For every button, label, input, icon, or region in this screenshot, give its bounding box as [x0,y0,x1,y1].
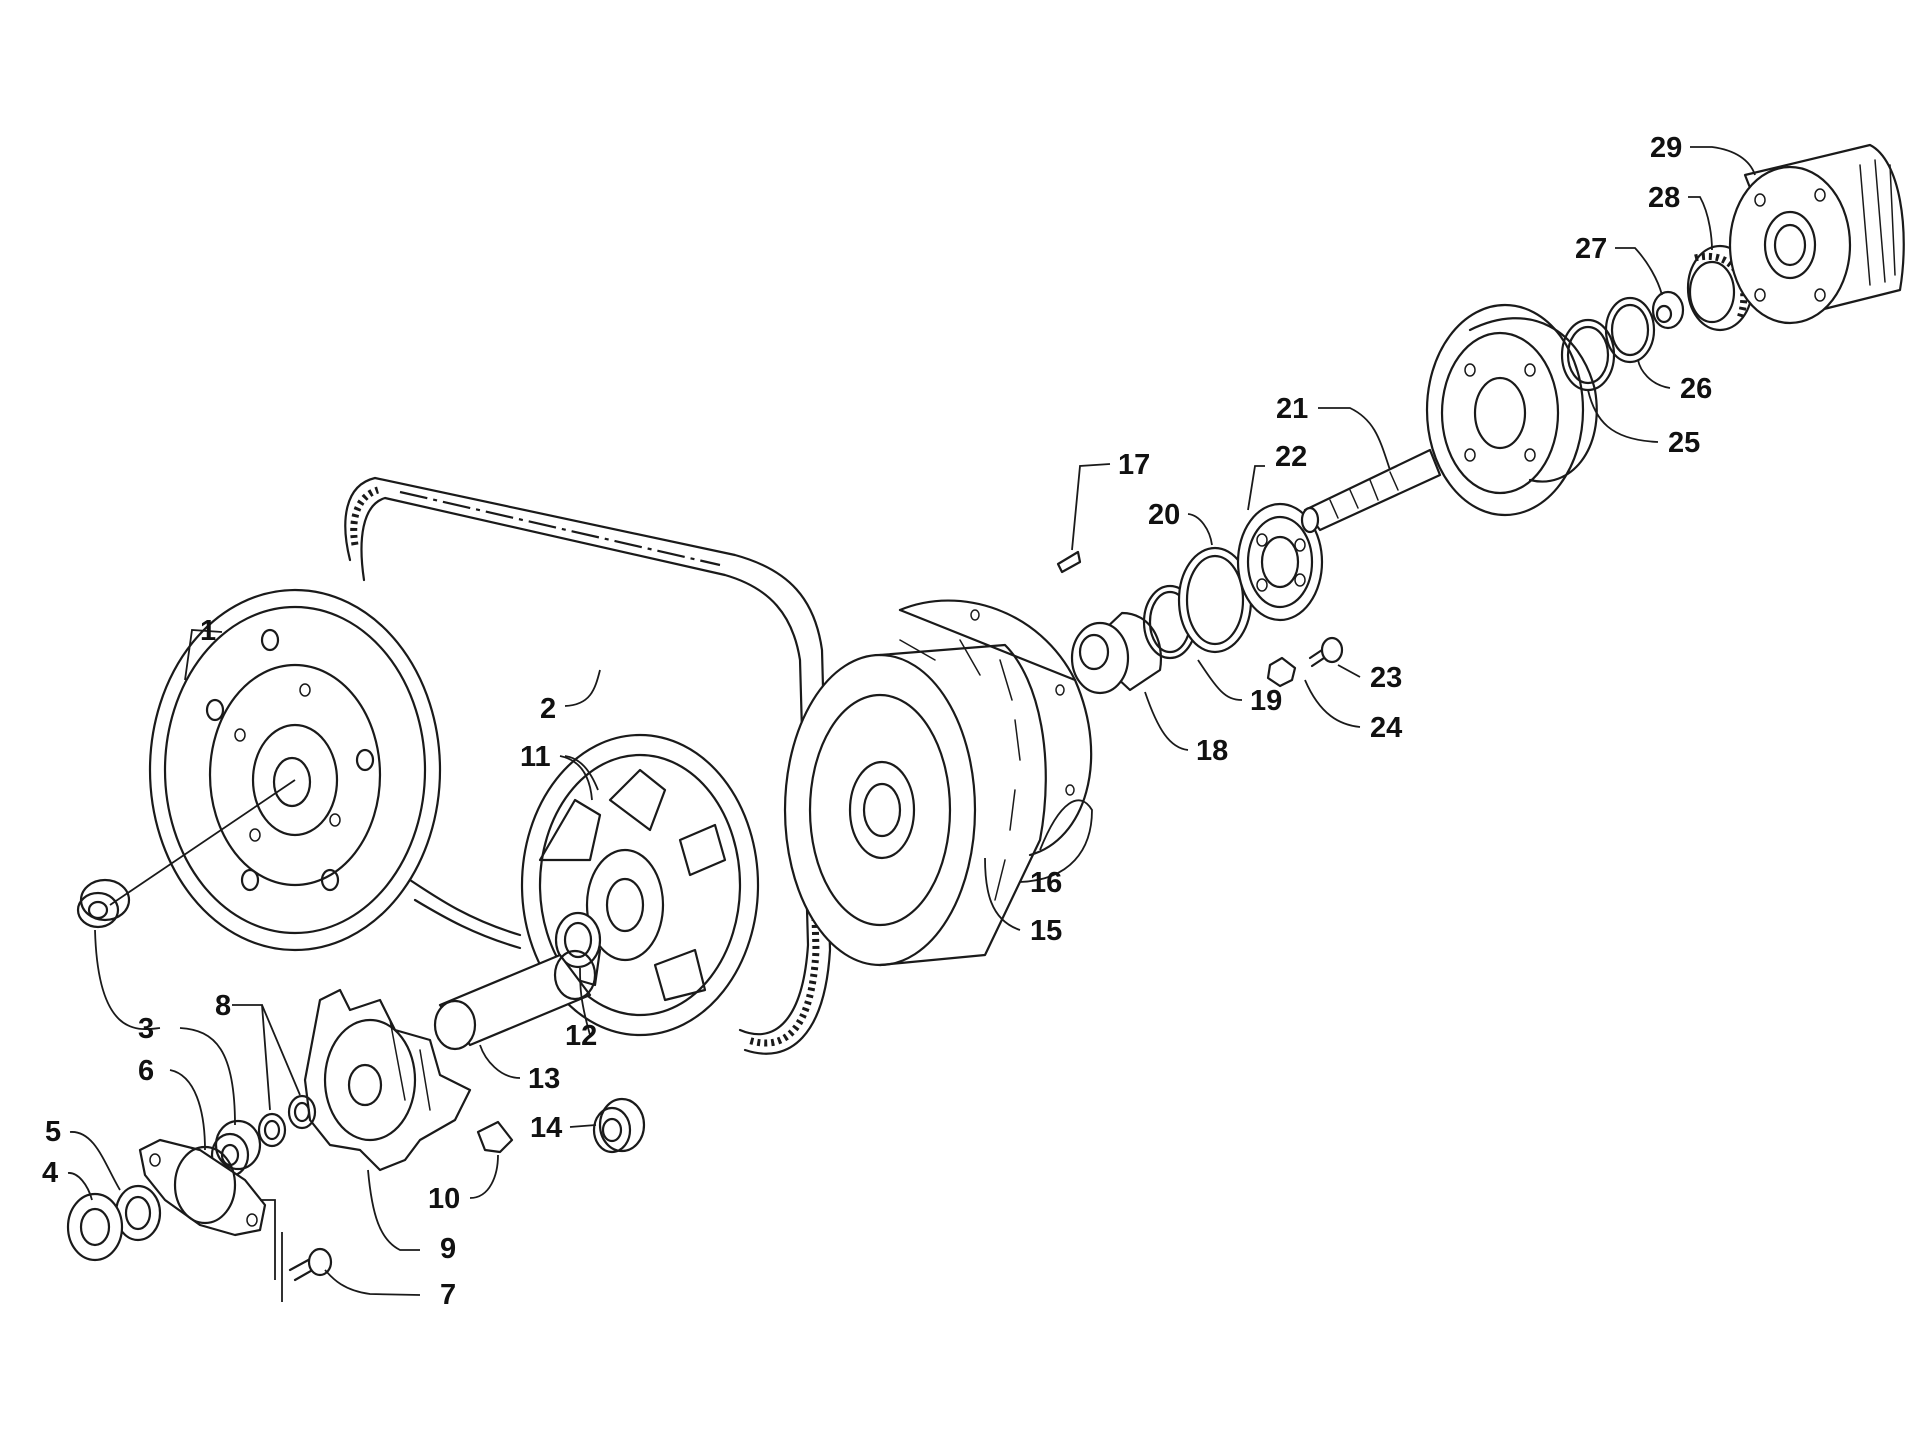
callout-29: 29 [1650,132,1682,164]
callout-23: 23 [1370,662,1402,694]
callout-6: 6 [138,1055,154,1087]
callout-18: 18 [1196,735,1228,767]
center-housing [783,550,1093,967]
spacer-and-shaft [433,911,602,1051]
callout-24: 24 [1370,712,1402,744]
callout-22: 22 [1275,441,1307,473]
callout-17: 17 [1118,449,1150,481]
callout-28: 28 [1648,182,1680,214]
small-parts-right [1266,143,1905,688]
callout-9: 9 [440,1233,456,1265]
callout-21: 21 [1276,393,1308,425]
callout-8: 8 [215,990,231,1022]
callout-4: 4 [42,1157,58,1189]
callout-10: 10 [428,1183,460,1215]
drive-clutch-face [148,588,442,952]
callout-5: 5 [45,1116,61,1148]
callout-2: 2 [540,693,556,725]
callout-26: 26 [1680,373,1712,405]
bearing-stack [1070,502,1324,695]
callout-11: 11 [520,741,551,773]
callout-labels: 1 2 3 4 5 6 7 8 9 10 11 12 13 14 15 16 1… [42,132,1712,1311]
callout-19: 19 [1250,685,1282,717]
callout-25: 25 [1668,427,1700,459]
small-parts-left [66,878,646,1282]
movable-sheave [303,988,472,1172]
callout-7: 7 [440,1279,456,1311]
drive-belt [344,476,832,1055]
callout-16: 16 [1030,867,1062,899]
callout-27: 27 [1575,233,1607,265]
callout-13: 13 [528,1063,560,1095]
output-shaft [1300,303,1598,534]
callout-3: 3 [138,1013,154,1045]
callout-15: 15 [1030,915,1062,947]
callout-14: 14 [530,1112,562,1144]
leader-lines [67,146,1756,1302]
callout-12: 12 [565,1020,597,1052]
callout-1: 1 [200,615,216,647]
callout-20: 20 [1148,499,1180,531]
